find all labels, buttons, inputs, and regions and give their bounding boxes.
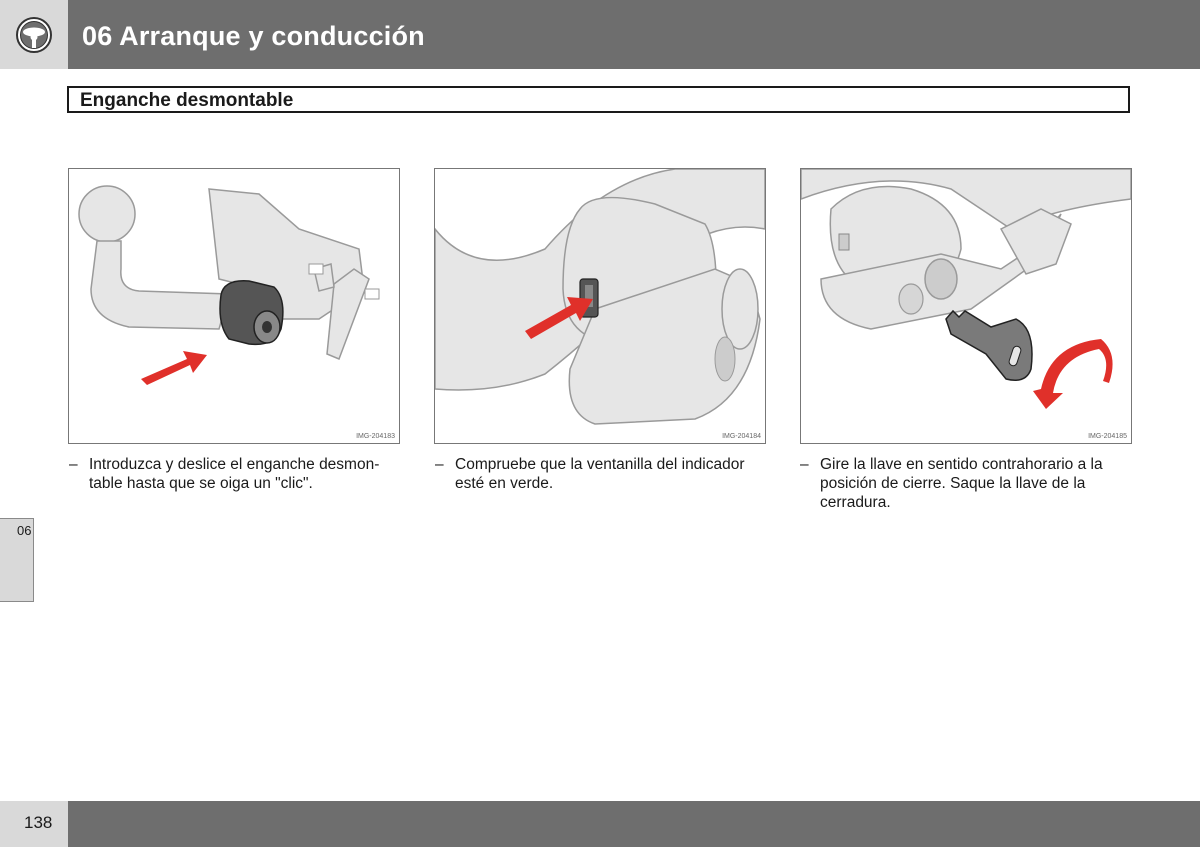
steering-wheel-icon [16,17,52,53]
caption-insert-towbar: – Introduzca y deslice el enganche desmo… [69,455,399,493]
list-dash: – [800,456,809,473]
header-bar: 06 Arranque y conducción [68,0,1200,69]
caption-check-indicator: – Compruebe que la ventanilla del indica… [435,455,765,493]
footer-bar [68,801,1200,847]
figure-turn-key: IMG-204185 [800,168,1132,444]
indicator-window-illustration [435,169,765,425]
key-lock-illustration [801,169,1131,409]
image-reference: IMG-204185 [1088,433,1127,440]
towbar-insert-illustration [78,185,380,385]
chapter-side-tab[interactable]: 06 [0,518,34,602]
list-dash: – [435,456,444,473]
header-icon-box [0,0,68,69]
list-dash: – [69,456,78,473]
image-reference: IMG-204183 [356,433,395,440]
figure-check-indicator: IMG-204184 [434,168,766,444]
chapter-title: 06 Arranque y conducción [82,21,425,51]
chapter-tab-label: 06 [17,523,32,538]
figure-insert-towbar: IMG-204183 [68,168,400,444]
caption-text: Gire la llave en sentido contrahorario a… [820,456,1103,511]
section-title: Enganche desmontable [80,90,294,111]
footer-page-box: 138 [0,801,68,847]
caption-turn-key: – Gire la llave en sentido contrahorario… [800,455,1130,512]
caption-text: Introduzca y deslice el enganche desmon-… [89,456,380,492]
page-number: 138 [24,813,53,832]
caption-text: Compruebe que la ventanilla del indicado… [455,456,745,492]
image-reference: IMG-204184 [722,433,761,440]
section-heading-box: Enganche desmontable [67,86,1130,113]
